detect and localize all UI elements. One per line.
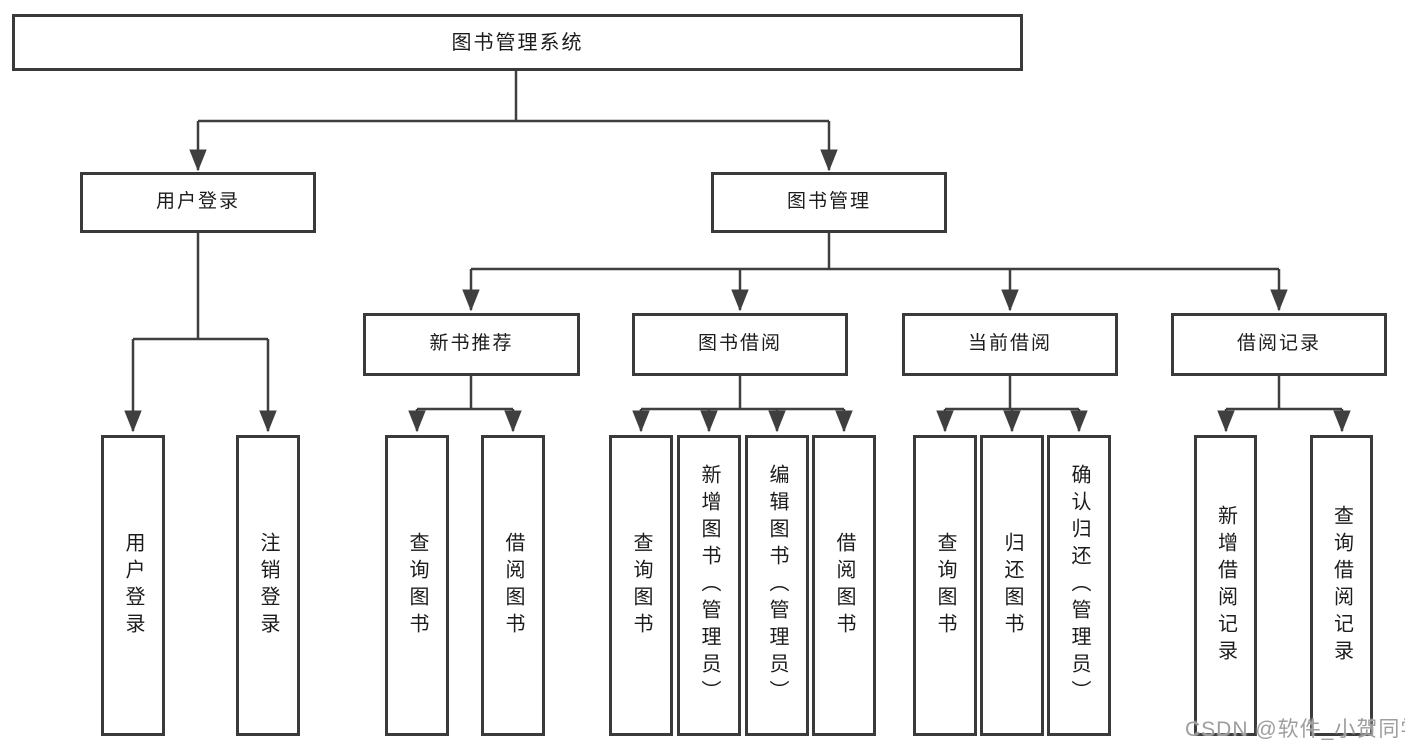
connectors xyxy=(124,70,1351,433)
node-book-borrow: 图书借阅 xyxy=(632,313,848,376)
node-leaf-add-borrow-record: 新增借阅记录 xyxy=(1194,435,1257,736)
csdn-watermark: CSDN @软件_小贺同学 xyxy=(1185,718,1405,741)
node-leaf-user-login: 用户登录 xyxy=(101,435,165,736)
node-borrow-records: 借阅记录 xyxy=(1171,313,1387,376)
node-leaf-borrow-book-1: 借阅图书 xyxy=(481,435,545,736)
node-user-login: 用户登录 xyxy=(80,172,316,233)
node-leaf-borrow-book-2: 借阅图书 xyxy=(812,435,876,736)
node-leaf-confirm-return-admin: 确认归还（管理员） xyxy=(1047,435,1111,736)
node-leaf-add-book-admin: 新增图书（管理员） xyxy=(677,435,741,736)
node-leaf-edit-book-admin: 编辑图书（管理员） xyxy=(745,435,809,736)
node-leaf-query-book-2: 查询图书 xyxy=(609,435,673,736)
node-root-system: 图书管理系统 xyxy=(12,14,1023,71)
node-book-management: 图书管理 xyxy=(711,172,947,233)
node-new-book-recommend: 新书推荐 xyxy=(363,313,580,376)
node-leaf-logout: 注销登录 xyxy=(236,435,300,736)
node-leaf-query-book-1: 查询图书 xyxy=(385,435,449,736)
node-current-borrow: 当前借阅 xyxy=(902,313,1118,376)
node-leaf-query-book-3: 查询图书 xyxy=(913,435,977,736)
node-leaf-query-borrow-record: 查询借阅记录 xyxy=(1310,435,1373,736)
node-leaf-return-book: 归还图书 xyxy=(980,435,1044,736)
